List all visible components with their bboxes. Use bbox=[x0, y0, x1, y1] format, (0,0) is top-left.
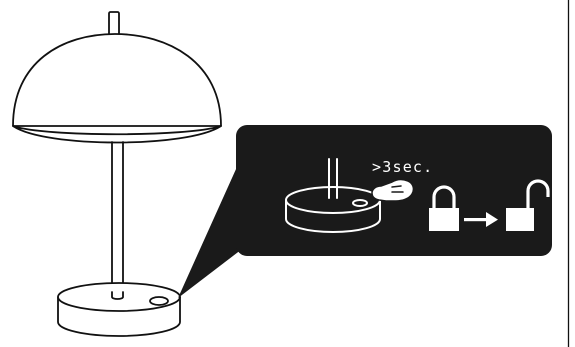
lamp-shade-rim bbox=[13, 126, 221, 143]
duration-label: >3sec. bbox=[372, 158, 433, 176]
locked-body bbox=[429, 208, 459, 231]
lamp-base-button bbox=[150, 297, 168, 305]
callout-pointer bbox=[178, 158, 246, 298]
lamp-stem-foot bbox=[112, 292, 123, 299]
unlocked-body bbox=[506, 208, 534, 231]
lamp-finial bbox=[109, 12, 119, 35]
lamp-shade bbox=[13, 34, 221, 126]
